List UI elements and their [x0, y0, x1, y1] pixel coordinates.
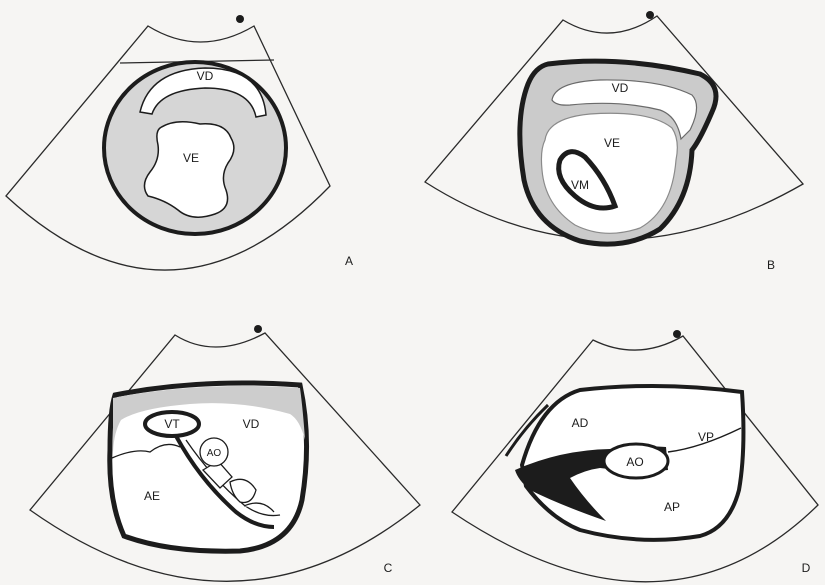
panel-c: VT VD AO AE C: [30, 325, 420, 581]
panel-c-label-ae: AE: [144, 489, 160, 503]
panel-d-label-ad: AD: [572, 416, 589, 430]
panel-c-transducer-marker: [254, 325, 262, 333]
panel-b-label-vm: VM: [571, 178, 589, 192]
panel-d-transducer-marker: [673, 330, 681, 338]
panel-b-transducer-marker: [646, 11, 654, 19]
panel-d-label-vp: VP: [698, 430, 714, 444]
panel-d-label-ap: AP: [664, 500, 680, 514]
panel-d: AD VP AO AP D: [452, 330, 818, 582]
panel-b: VD VE VM B: [425, 11, 803, 272]
panel-a-transducer-marker: [236, 15, 244, 23]
panel-c-label-vt: VT: [164, 417, 180, 431]
panel-a-label-ve: VE: [183, 151, 199, 165]
panel-c-label-vd: VD: [243, 417, 260, 431]
panel-a-label-vd: VD: [197, 69, 214, 83]
panel-d-label-ao: AO: [626, 455, 643, 469]
panel-d-letter: D: [802, 561, 811, 575]
panel-b-label-vd: VD: [612, 81, 629, 95]
panel-a: VD VE A: [6, 15, 353, 270]
panel-c-letter: C: [384, 561, 393, 575]
panel-b-label-ve: VE: [604, 136, 620, 150]
panel-b-letter: B: [767, 258, 775, 272]
panel-a-letter: A: [345, 254, 353, 268]
panel-c-label-ao: AO: [207, 448, 222, 459]
